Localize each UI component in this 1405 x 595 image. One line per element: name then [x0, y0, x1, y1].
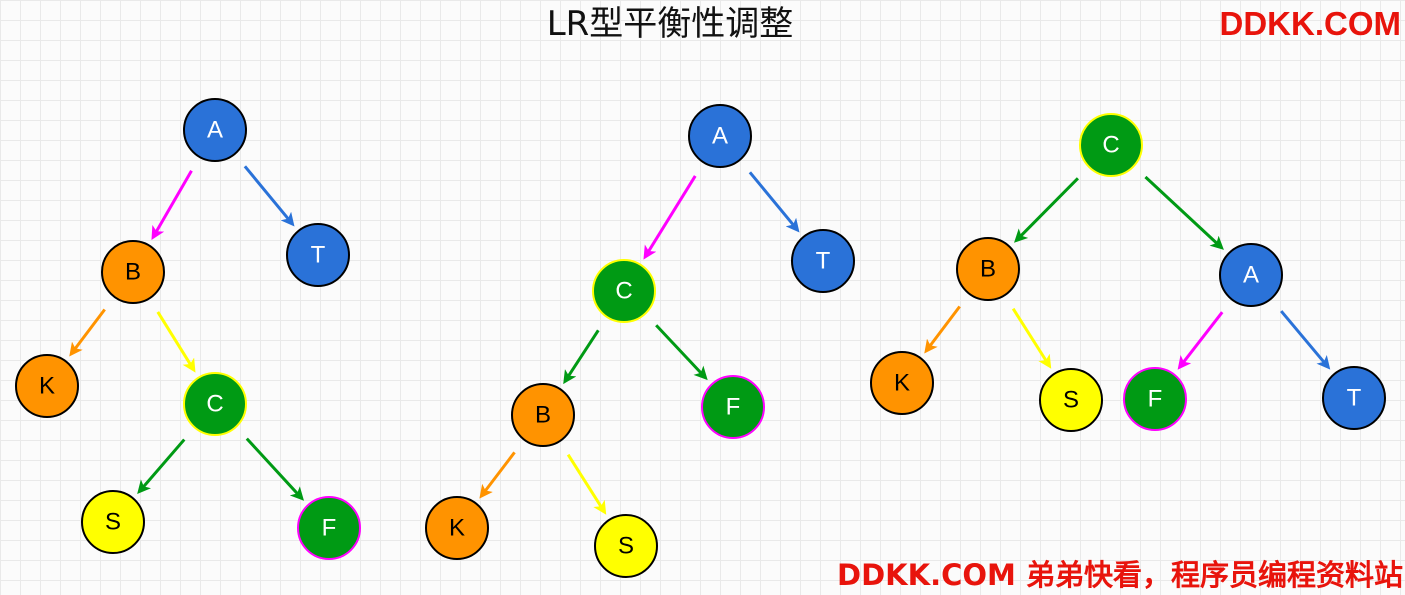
node-t: T — [1322, 366, 1386, 430]
page-title: LR型平衡性调整 — [546, 4, 794, 44]
node-circle — [1322, 366, 1386, 430]
edge-b-s — [566, 453, 607, 515]
node-label: S — [105, 509, 121, 536]
edge-b-c — [156, 311, 196, 373]
node-t: T — [286, 223, 350, 287]
node-label: B — [125, 259, 141, 286]
node-k: K — [870, 351, 934, 415]
node-label: C — [1102, 132, 1119, 159]
node-b: B — [956, 237, 1020, 301]
node-label: T — [816, 248, 831, 275]
node-label: A — [1243, 262, 1259, 289]
node-label: A — [712, 123, 728, 150]
node-label: F — [322, 515, 337, 542]
node-a: A — [1219, 243, 1283, 307]
edge-c-b — [1014, 177, 1079, 243]
node-circle — [592, 259, 656, 323]
edge-a-t — [1280, 310, 1331, 370]
edge-b-k — [69, 308, 106, 357]
node-circle — [183, 98, 247, 162]
tree-after: C B A K S F T — [870, 113, 1386, 432]
node-label: K — [39, 373, 55, 400]
edge-c-f — [655, 324, 708, 381]
node-circle — [1079, 113, 1143, 177]
node-circle — [297, 496, 361, 560]
node-s: S — [594, 514, 658, 578]
tree-middle: A T C F B K S — [425, 104, 855, 578]
node-f: F — [1123, 367, 1187, 431]
edge-c-f — [245, 437, 304, 501]
node-f: F — [297, 496, 361, 560]
node-c: C — [1079, 113, 1143, 177]
node-s: S — [1039, 368, 1103, 432]
node-label: T — [311, 242, 326, 269]
node-circle — [870, 351, 934, 415]
node-circle — [956, 237, 1020, 301]
edge-a-b — [151, 169, 193, 241]
node-f: F — [701, 375, 765, 439]
node-b: B — [511, 383, 575, 447]
brand-watermark: DDKK.COM — [1219, 5, 1401, 42]
node-circle — [425, 496, 489, 560]
node-label: T — [1347, 385, 1362, 412]
node-label: C — [615, 278, 632, 305]
node-circle — [511, 383, 575, 447]
node-label: F — [1148, 386, 1163, 413]
node-circle — [1123, 367, 1187, 431]
node-label: C — [206, 391, 223, 418]
edge-b-s — [1011, 307, 1052, 369]
node-label: S — [1063, 387, 1079, 414]
node-label: S — [618, 533, 634, 560]
node-label: K — [894, 370, 910, 397]
node-t: T — [791, 229, 855, 293]
node-s: S — [81, 490, 145, 554]
edge-b-k — [924, 305, 961, 354]
footer-watermark: DDKK.COM 弟弟快看，程序员编程资料站 — [837, 558, 1403, 592]
edge-a-t — [243, 165, 295, 227]
edge-b-k — [479, 451, 516, 499]
node-c: C — [592, 259, 656, 323]
node-circle — [701, 375, 765, 439]
node-circle — [594, 514, 658, 578]
node-b: B — [101, 240, 165, 304]
tree-before: A T B K C S F — [15, 98, 361, 560]
node-circle — [101, 240, 165, 304]
node-c: C — [183, 372, 247, 436]
node-a: A — [183, 98, 247, 162]
node-label: A — [207, 117, 223, 144]
node-circle — [791, 229, 855, 293]
node-circle — [183, 372, 247, 436]
edge-c-b — [563, 329, 600, 385]
node-circle — [1039, 368, 1103, 432]
node-circle — [286, 223, 350, 287]
node-label: F — [726, 394, 741, 421]
edge-c-s — [137, 438, 186, 495]
node-circle — [1219, 243, 1283, 307]
node-label: B — [980, 256, 996, 283]
node-circle — [688, 104, 752, 168]
node-label: K — [449, 515, 465, 542]
node-k: K — [425, 496, 489, 560]
node-circle — [81, 490, 145, 554]
edge-a-f — [1177, 311, 1224, 370]
edge-c-a — [1144, 175, 1224, 250]
node-label: B — [535, 402, 551, 429]
node-k: K — [15, 354, 79, 418]
edge-a-c — [643, 175, 697, 260]
node-circle — [15, 354, 79, 418]
node-a: A — [688, 104, 752, 168]
edge-a-t — [748, 171, 800, 233]
